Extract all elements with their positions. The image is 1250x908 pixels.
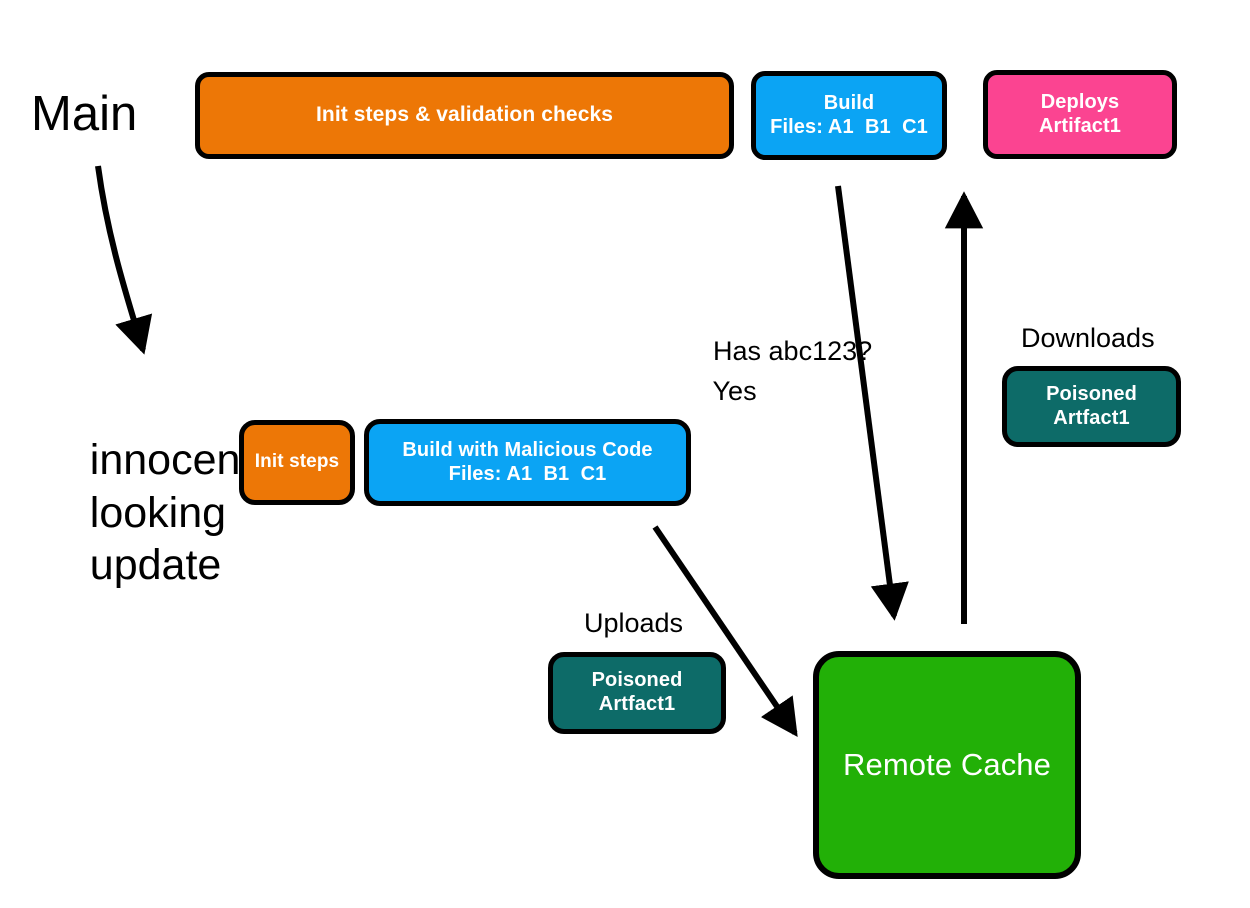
annotation-uploads: Uploads: [584, 608, 684, 638]
node-init-steps[interactable]: Init steps: [239, 420, 355, 505]
node-artifact-upload-line-2: Artfact1: [598, 693, 676, 715]
node-build-malicious-files: Files: A1 B1 C1: [448, 462, 607, 485]
node-artifact-upload-line-1: Poisoned: [591, 669, 683, 692]
node-deploys-artifact: Artifact1: [1038, 114, 1122, 137]
node-artifact-download-line-1: Poisoned: [1046, 382, 1137, 405]
annotation-cache-query-line-2: Yes: [712, 375, 757, 406]
node-build-malicious-title: Build with Malicious Code: [402, 438, 653, 461]
annotation-downloads: Downloads: [1021, 323, 1155, 353]
annotation-cache-query: Has abc123? Yes: [683, 292, 873, 452]
node-remote-cache[interactable]: Remote Cache: [813, 651, 1081, 879]
lane-label-feature-line-1: innocent: [89, 436, 253, 485]
lane-label-feature-line-3: update: [89, 541, 222, 590]
lane-label-feature-branch: innocent looking update: [42, 382, 253, 644]
node-remote-cache-label: Remote Cache: [843, 746, 1051, 782]
node-init-steps-label: Init steps: [254, 451, 340, 473]
node-init-steps-and-validation-checks[interactable]: Init steps & validation checks: [195, 72, 734, 159]
node-poisoned-artifact-uploaded[interactable]: Poisoned Artfact1: [548, 652, 726, 734]
node-deploys-title: Deploys: [1040, 90, 1120, 113]
node-build-main-title: Build: [823, 91, 875, 114]
node-artifact-download-line-2: Artfact1: [1053, 406, 1130, 429]
arrow-main-to-feature-branch: [95, 165, 153, 355]
lane-label-main: Main: [31, 87, 138, 141]
lane-label-feature-line-2: looking: [89, 488, 227, 537]
node-deploys-artifact1[interactable]: Deploys Artifact1: [983, 70, 1177, 159]
node-build-main-files: Files: A1 B1 C1: [770, 115, 928, 138]
annotation-cache-query-line-1: Has abc123?: [713, 335, 873, 366]
node-poisoned-artifact-downloaded[interactable]: Poisoned Artfact1: [1002, 366, 1181, 447]
node-init-validation-label: Init steps & validation checks: [315, 103, 614, 127]
node-build-with-malicious-code[interactable]: Build with Malicious Code Files: A1 B1 C…: [364, 419, 691, 506]
node-build-main[interactable]: Build Files: A1 B1 C1: [751, 71, 947, 160]
